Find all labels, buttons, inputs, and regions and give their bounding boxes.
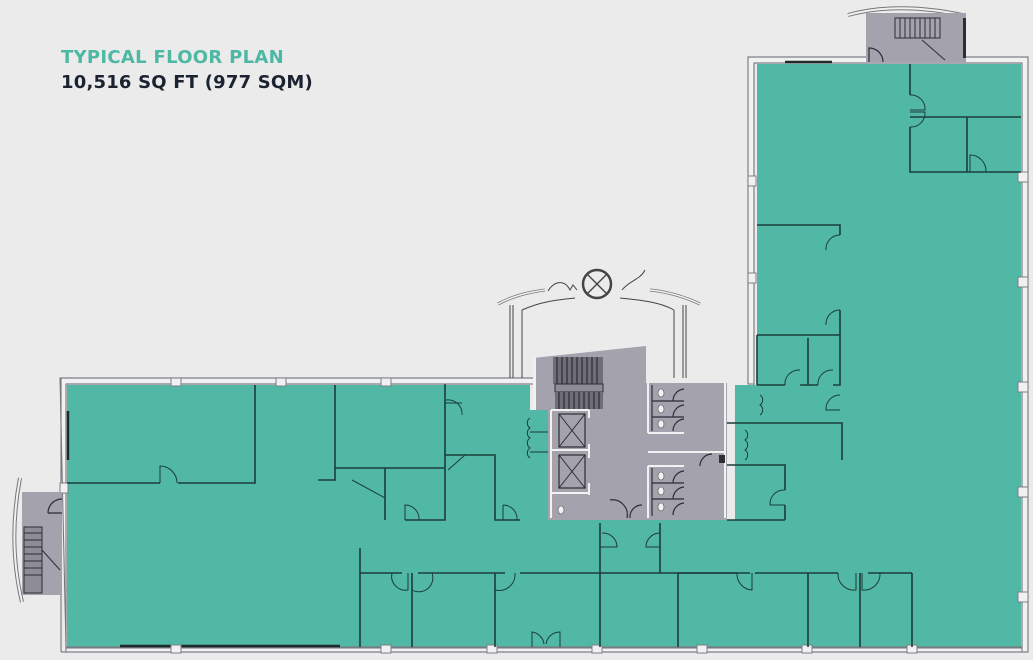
utility-panel-icon <box>719 455 725 463</box>
plan-title: TYPICAL FLOOR PLAN <box>61 47 284 68</box>
core-stair-icon <box>553 357 604 409</box>
west-wing-office <box>67 64 1021 647</box>
interior-walls <box>67 64 1021 647</box>
central-core <box>533 346 727 520</box>
elevator-icon <box>558 413 586 448</box>
north-stair <box>847 6 966 63</box>
plan-header: TYPICAL FLOOR PLAN 10,516 SQ FT (977 SQM… <box>61 46 313 96</box>
entrance-canopy <box>497 268 701 378</box>
plan-area: 10,516 SQ FT (977 SQM) <box>61 72 313 93</box>
office-space <box>67 64 1021 647</box>
toilet-icon <box>557 388 665 515</box>
west-stair <box>12 477 63 603</box>
elevator-icon <box>558 454 586 489</box>
